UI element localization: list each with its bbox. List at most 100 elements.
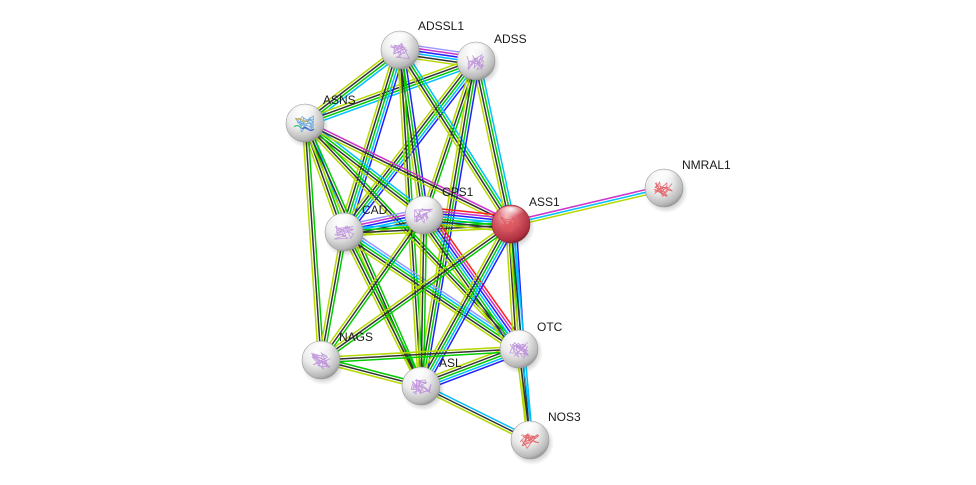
edge-adssl1-cad[interactable] <box>338 48 406 234</box>
node-adssl1[interactable]: ADSSL1 <box>380 19 464 75</box>
edge-evidence-coexpression <box>473 61 511 225</box>
edge-evidence-predicted-neighborhood <box>421 216 518 351</box>
edge-evidence-known-curated <box>422 224 514 388</box>
node-asl[interactable]: ASL <box>401 356 462 411</box>
edge-evidence-coexpression <box>418 222 510 386</box>
node-highlight <box>307 342 335 357</box>
edge-evidence-coexpression <box>342 233 518 352</box>
edge-evidence-coexpression <box>343 231 422 387</box>
node-label-asl: ASL <box>439 356 462 370</box>
edge-evidence-predicted-neighborhood <box>306 121 425 386</box>
node-ass1[interactable]: ASS1 <box>491 195 560 249</box>
edge-evidence-predicted-neighborhood <box>305 61 477 125</box>
edge-evidence-predicted-cooccurrence <box>424 226 517 389</box>
node-label-cad: CAD <box>362 203 388 217</box>
edge-cad-asl[interactable] <box>341 230 424 388</box>
node-highlight <box>462 43 490 58</box>
node-label-nags: NAGS <box>339 330 373 344</box>
node-adss[interactable]: ADSS <box>456 32 527 86</box>
edge-evidence-known-curated <box>306 119 427 213</box>
edge-evidence-predicted-neighborhood <box>321 350 520 364</box>
edge-evidence-predicted-neighborhood <box>343 49 401 233</box>
edge-evidence-predicted-neighborhood <box>322 216 427 362</box>
edge-cps1-otc[interactable] <box>417 210 526 354</box>
edge-evidence-textmining <box>417 219 514 354</box>
edge-asns-ass1[interactable] <box>303 119 513 228</box>
node-highlight <box>505 331 533 346</box>
edge-evidence-textmining <box>341 232 420 388</box>
node-label-nmral1: NMRAL1 <box>682 158 731 172</box>
edge-evidence-coexpression <box>304 122 512 225</box>
node-label-ass1: ASS1 <box>529 195 560 209</box>
edge-evidence-predicted-cooccurrence <box>348 51 406 234</box>
node-highlight <box>407 368 435 383</box>
node-asns[interactable]: ASNS <box>285 93 356 148</box>
edge-evidence-known-experimental <box>305 119 513 223</box>
edge-evidence-predicted-cooccurrence <box>347 63 481 236</box>
node-nos3[interactable]: NOS3 <box>510 410 581 465</box>
node-highlight <box>386 32 414 47</box>
edge-evidence-textmining <box>318 213 423 359</box>
protein-structure-icon <box>654 180 673 198</box>
node-label-adss: ADSS <box>494 32 527 46</box>
edge-evidence-coexpression <box>397 50 424 216</box>
edge-evidence-coexpression <box>320 214 425 361</box>
node-otc[interactable]: OTC <box>499 320 563 374</box>
edge-evidence-predicted-cooccurrence <box>424 61 481 387</box>
edge-evidence-predicted-neighborhood <box>343 231 520 350</box>
edge-cps1-nags[interactable] <box>318 213 427 362</box>
edge-evidence-coexpression <box>304 122 322 361</box>
edge-evidence-textmining <box>303 124 511 228</box>
node-highlight <box>650 170 678 185</box>
edge-evidence-predicted-neighborhood <box>322 225 513 363</box>
edge-evidence-coexpression <box>340 49 399 232</box>
edge-evidence-predicted-neighborhood <box>420 223 512 387</box>
edge-evidence-predicted-neighborhood <box>306 122 325 360</box>
edge-evidence-known-curated <box>510 187 665 225</box>
edge-evidence-textmining <box>319 221 510 359</box>
protein-structure-icon <box>500 215 521 233</box>
edge-evidence-known-experimental <box>427 211 524 347</box>
edge-evidence-textmining <box>396 51 509 227</box>
edge-otc-nags[interactable] <box>320 345 520 364</box>
edge-adss-ass1[interactable] <box>471 60 516 225</box>
node-label-asns: ASNS <box>323 93 356 107</box>
edge-evidence-textmining <box>320 345 519 359</box>
node-label-nos3: NOS3 <box>548 410 581 424</box>
protein-structure-icon <box>413 208 433 224</box>
edge-evidence-known-curated <box>479 60 516 224</box>
edge-evidence-textmining <box>338 48 396 231</box>
edge-evidence-known-curated <box>345 229 521 348</box>
edge-evidence-textmining <box>301 123 320 361</box>
protein-structure-icon <box>301 126 315 132</box>
edge-evidence-coexpression <box>419 217 516 353</box>
edge-evidence-known-curated <box>345 62 479 235</box>
node-nmral1[interactable]: NMRAL1 <box>644 158 731 213</box>
edge-evidence-textmining <box>420 59 475 215</box>
node-highlight <box>516 422 544 437</box>
node-cps1[interactable]: CPS1 <box>404 185 474 240</box>
node-highlight <box>330 214 358 229</box>
node-label-otc: OTC <box>537 320 563 334</box>
node-nags[interactable]: NAGS <box>301 330 373 385</box>
edge-evidence-textmining <box>303 56 475 121</box>
edge-ass1-nags[interactable] <box>319 221 513 363</box>
node-cad[interactable]: CAD <box>324 203 388 257</box>
node-label-adssl1: ADSSL1 <box>418 19 464 33</box>
node-highlight <box>410 197 438 212</box>
edge-asns-nags[interactable] <box>301 122 325 361</box>
edge-evidence-known-curated <box>345 50 404 233</box>
node-label-cps1: CPS1 <box>442 185 474 199</box>
edge-evidence-textmining <box>471 61 508 225</box>
edge-evidence-predicted-neighborhood <box>345 230 424 386</box>
protein-structure-icon <box>310 352 331 371</box>
edge-evidence-predicted-neighborhood <box>476 60 514 224</box>
edge-evidence-textmining <box>511 189 665 228</box>
edge-evidence-predicted-neighborhood <box>400 49 427 215</box>
edge-evidence-coexpression <box>320 223 512 361</box>
edge-ass1-nmral1[interactable] <box>510 184 665 228</box>
node-highlight <box>291 105 319 120</box>
edge-evidence-textmining <box>340 235 517 354</box>
